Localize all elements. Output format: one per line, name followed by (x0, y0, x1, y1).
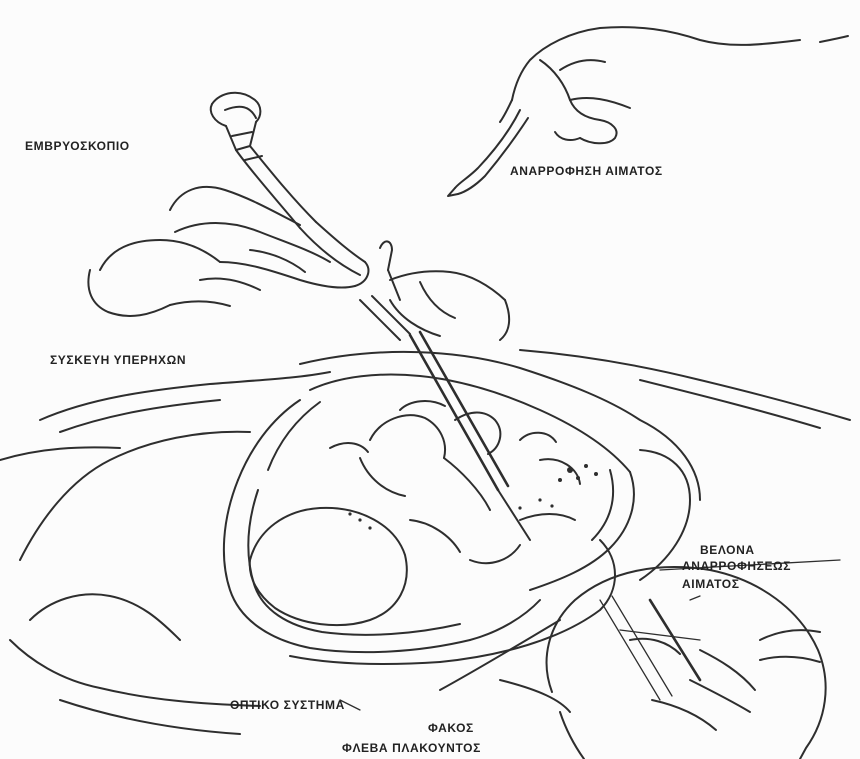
label-needle-line1: ΒΕΛΟΝΑ (700, 542, 755, 558)
leader-lines (340, 560, 840, 710)
label-needle-line3: ΑΙΜΑΤΟΣ (682, 576, 740, 592)
label-lens: ΦΑΚΟΣ (428, 720, 474, 736)
label-placental-vein: ΦΛΕΒΑ ΠΛΑΚΟΥΝΤΟΣ (342, 740, 481, 756)
label-blood-aspiration: ΑΝΑΡΡΟΦΗΣΗ ΑΙΜΑΤΟΣ (510, 163, 663, 179)
fetoscope-drawing (211, 93, 400, 300)
label-needle-line2: ΑΝΑΡΡΟΦΗΣΕΩΣ (682, 558, 791, 574)
label-fetoscope: ΕΜΒΡΥΟΣΚΟΠΙΟ (25, 138, 130, 154)
label-ultrasound-device: ΣΥΣΚΕΥΗ ΥΠΕΡΗΧΩΝ (50, 352, 186, 368)
inset-circle-drawing (547, 567, 826, 759)
fetus-drawing (250, 401, 598, 625)
left-hand-drawing (88, 187, 368, 316)
uterus-drawing (224, 375, 634, 653)
label-optical-system: ΟΠΤΙΚΟ ΣΥΣΤΗΜΑ (230, 697, 345, 713)
